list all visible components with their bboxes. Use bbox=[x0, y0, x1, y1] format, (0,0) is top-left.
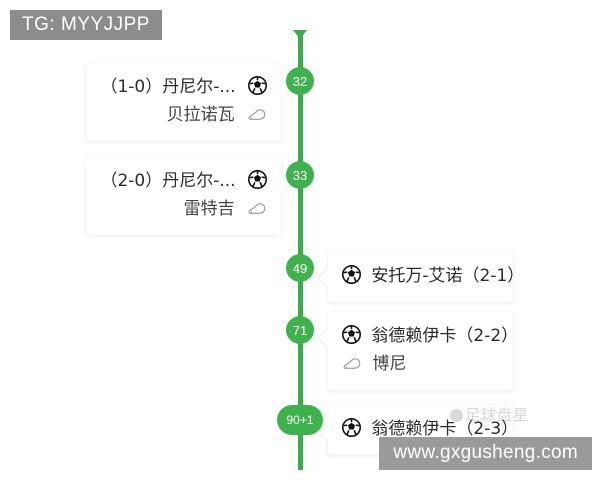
minute-badge-label: 49 bbox=[292, 260, 308, 276]
football-icon bbox=[248, 170, 267, 189]
event-card-71[interactable]: 翁德赖伊卡（2-2） 博尼 bbox=[319, 312, 518, 390]
football-icon bbox=[342, 418, 361, 437]
event-goal-line: 翁德赖伊卡（2-3） bbox=[342, 415, 518, 443]
event-card-33[interactable]: （2-0）丹尼尔-... 雷特吉 bbox=[86, 157, 290, 235]
card-pointer-icon bbox=[281, 80, 290, 98]
minute-badge-label: 71 bbox=[292, 322, 308, 338]
card-pointer-icon bbox=[319, 269, 328, 287]
minute-badge-33[interactable]: 33 bbox=[286, 161, 314, 189]
card-pointer-icon bbox=[319, 329, 328, 347]
minute-badge-label: 32 bbox=[292, 73, 308, 89]
event-goal-text: （1-0）丹尼尔-... bbox=[100, 77, 236, 97]
event-assist-line: 雷特吉 bbox=[100, 195, 267, 223]
event-assist-line: 博尼 bbox=[342, 350, 499, 378]
event-goal-text: 安托万-艾诺（2-1） bbox=[371, 266, 525, 286]
boot-icon bbox=[342, 353, 362, 369]
card-pointer-icon bbox=[319, 422, 328, 440]
event-card-49[interactable]: 安托万-艾诺（2-1） bbox=[319, 252, 524, 302]
minute-badge-71[interactable]: 71 bbox=[286, 316, 314, 344]
event-goal-line: 翁德赖伊卡（2-2） bbox=[342, 322, 518, 350]
event-goal-line: （1-0）丹尼尔-... bbox=[100, 73, 267, 101]
event-assist-text: 贝拉诺瓦 bbox=[166, 105, 235, 125]
football-icon bbox=[248, 76, 267, 95]
event-goal-line: （2-0）丹尼尔-... bbox=[100, 167, 267, 195]
faint-watermark: 足球盘星 bbox=[450, 404, 529, 425]
event-goal-text: 翁德赖伊卡（2-3） bbox=[371, 419, 519, 439]
event-goal-line: 安托万-艾诺（2-1） bbox=[342, 262, 524, 290]
event-goal-text: 翁德赖伊卡（2-2） bbox=[371, 326, 519, 346]
event-assist-text: 博尼 bbox=[372, 354, 407, 374]
event-card-32[interactable]: （1-0）丹尼尔-... 贝拉诺瓦 bbox=[86, 63, 290, 141]
faint-watermark-text: 足球盘星 bbox=[465, 406, 530, 424]
faint-watermark-logo-icon bbox=[450, 409, 463, 422]
card-pointer-icon bbox=[281, 174, 290, 192]
event-assist-text: 雷特吉 bbox=[183, 199, 235, 219]
minute-badge-label: 33 bbox=[292, 167, 308, 183]
boot-icon bbox=[247, 104, 267, 120]
minute-badge-49[interactable]: 49 bbox=[286, 254, 314, 282]
timeline-spine bbox=[298, 32, 303, 470]
minute-badge-32[interactable]: 32 bbox=[286, 67, 314, 95]
minute-badge-label: 90+1 bbox=[286, 413, 314, 427]
event-goal-text: （2-0）丹尼尔-... bbox=[100, 171, 236, 191]
event-assist-line: 贝拉诺瓦 bbox=[100, 101, 267, 129]
telegram-watermark: TG: MYYJJPP bbox=[10, 10, 162, 40]
boot-icon bbox=[247, 198, 267, 214]
site-url-watermark: www.gxgusheng.com bbox=[379, 437, 592, 470]
minute-badge-90plus1[interactable]: 90+1 bbox=[277, 405, 323, 435]
football-icon bbox=[342, 265, 361, 284]
timeline-top-cap-icon bbox=[293, 30, 307, 39]
football-icon bbox=[342, 325, 361, 344]
